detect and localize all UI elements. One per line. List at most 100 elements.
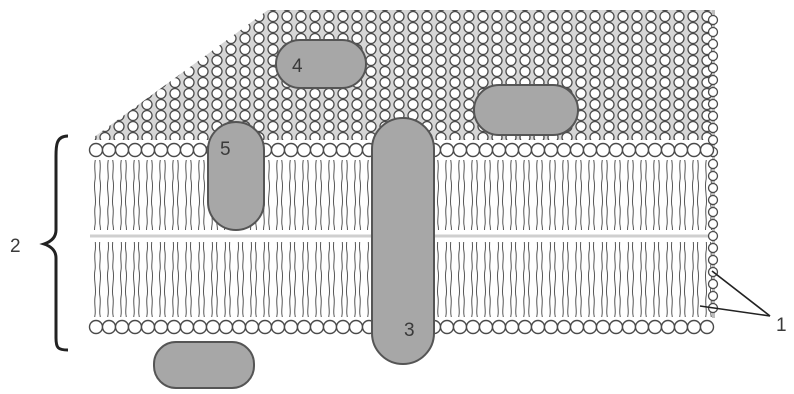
phospholipid-head bbox=[558, 144, 571, 157]
side-phospholipid-head bbox=[709, 88, 718, 97]
side-heads bbox=[709, 16, 718, 313]
phospholipid-head bbox=[298, 144, 311, 157]
phospholipid-head bbox=[168, 321, 181, 334]
side-phospholipid-head bbox=[709, 160, 718, 169]
phospholipid-head bbox=[441, 144, 454, 157]
phospholipid-head bbox=[194, 321, 207, 334]
label-2: 2 bbox=[10, 236, 21, 257]
phospholipid-head bbox=[558, 321, 571, 334]
peripheral-protein-top bbox=[474, 85, 578, 135]
phospholipid-head bbox=[103, 321, 116, 334]
phospholipid-head bbox=[571, 321, 584, 334]
integral-protein bbox=[372, 118, 434, 364]
phospholipid-head bbox=[285, 321, 298, 334]
side-phospholipid-head bbox=[709, 196, 718, 205]
phospholipid-head bbox=[324, 321, 337, 334]
phospholipid-head bbox=[506, 321, 519, 334]
phospholipid-head bbox=[337, 321, 350, 334]
phospholipid-head bbox=[454, 321, 467, 334]
phospholipid-head bbox=[155, 144, 168, 157]
phospholipid-head bbox=[129, 144, 142, 157]
surface-protein bbox=[276, 40, 366, 88]
phospholipid-head bbox=[103, 144, 116, 157]
phospholipid-head bbox=[246, 321, 259, 334]
phospholipid-head bbox=[480, 321, 493, 334]
phospholipid-head bbox=[493, 144, 506, 157]
phospholipid-head bbox=[129, 321, 142, 334]
phospholipid-head bbox=[493, 321, 506, 334]
label-3: 3 bbox=[404, 320, 415, 341]
phospholipid-head bbox=[194, 144, 207, 157]
phospholipid-head bbox=[467, 321, 480, 334]
label-4: 4 bbox=[292, 56, 303, 77]
phospholipid-head bbox=[90, 144, 103, 157]
phospholipid-head bbox=[675, 321, 688, 334]
side-phospholipid-head bbox=[709, 16, 718, 25]
phospholipid-head bbox=[623, 144, 636, 157]
phospholipid-head bbox=[597, 144, 610, 157]
phospholipid-head bbox=[298, 321, 311, 334]
phospholipid-head bbox=[688, 321, 701, 334]
phospholipid-head bbox=[220, 321, 233, 334]
phospholipid-head bbox=[636, 144, 649, 157]
side-phospholipid-head bbox=[709, 292, 718, 301]
phospholipid-head bbox=[454, 144, 467, 157]
phospholipid-head bbox=[155, 321, 168, 334]
phospholipid-head bbox=[610, 144, 623, 157]
phospholipid-head bbox=[584, 144, 597, 157]
phospholipid-head bbox=[233, 321, 246, 334]
phospholipid-head bbox=[597, 321, 610, 334]
side-phospholipid-head bbox=[709, 76, 718, 85]
phospholipid-head bbox=[532, 144, 545, 157]
side-phospholipid-head bbox=[709, 64, 718, 73]
embedded-protein bbox=[208, 122, 264, 230]
phospholipid-head bbox=[545, 144, 558, 157]
side-phospholipid-head bbox=[709, 52, 718, 61]
peripheral-protein-bottom bbox=[154, 342, 254, 388]
side-phospholipid-head bbox=[709, 172, 718, 181]
phospholipid-head bbox=[688, 144, 701, 157]
phospholipid-head bbox=[519, 144, 532, 157]
phospholipid-head bbox=[623, 321, 636, 334]
phospholipid-head bbox=[571, 144, 584, 157]
phospholipid-head bbox=[584, 321, 597, 334]
phospholipid-head bbox=[272, 321, 285, 334]
side-phospholipid-head bbox=[709, 280, 718, 289]
phospholipid-head bbox=[311, 144, 324, 157]
phospholipid-head bbox=[272, 144, 285, 157]
bilayer-bracket bbox=[44, 136, 68, 350]
side-phospholipid-head bbox=[709, 112, 718, 121]
phospholipid-head bbox=[675, 144, 688, 157]
phospholipid-head bbox=[337, 144, 350, 157]
side-phospholipid-head bbox=[709, 124, 718, 133]
phospholipid-head bbox=[532, 321, 545, 334]
phospholipid-head bbox=[662, 321, 675, 334]
phospholipid-head bbox=[519, 321, 532, 334]
phospholipid-head bbox=[285, 144, 298, 157]
phospholipid-head bbox=[480, 144, 493, 157]
phospholipid-head bbox=[168, 144, 181, 157]
phospholipid-head bbox=[649, 321, 662, 334]
phospholipid-head bbox=[181, 321, 194, 334]
phospholipid-head bbox=[649, 144, 662, 157]
phospholipid-head bbox=[259, 321, 272, 334]
phospholipid-head bbox=[142, 144, 155, 157]
side-phospholipid-head bbox=[709, 256, 718, 265]
side-phospholipid-head bbox=[709, 184, 718, 193]
side-phospholipid-head bbox=[709, 232, 718, 241]
side-phospholipid-head bbox=[709, 136, 718, 145]
phospholipid-head bbox=[662, 144, 675, 157]
phospholipid-head bbox=[90, 321, 103, 334]
side-phospholipid-head bbox=[709, 244, 718, 253]
phospholipid-head bbox=[467, 144, 480, 157]
phospholipid-head bbox=[350, 144, 363, 157]
phospholipid-head bbox=[116, 321, 129, 334]
phospholipid-head bbox=[324, 144, 337, 157]
side-phospholipid-head bbox=[709, 40, 718, 49]
phospholipid-head bbox=[207, 321, 220, 334]
phospholipid-head bbox=[116, 144, 129, 157]
phospholipid-head bbox=[610, 321, 623, 334]
side-phospholipid-head bbox=[709, 28, 718, 37]
phospholipid-head bbox=[545, 321, 558, 334]
phospholipid-head bbox=[636, 321, 649, 334]
